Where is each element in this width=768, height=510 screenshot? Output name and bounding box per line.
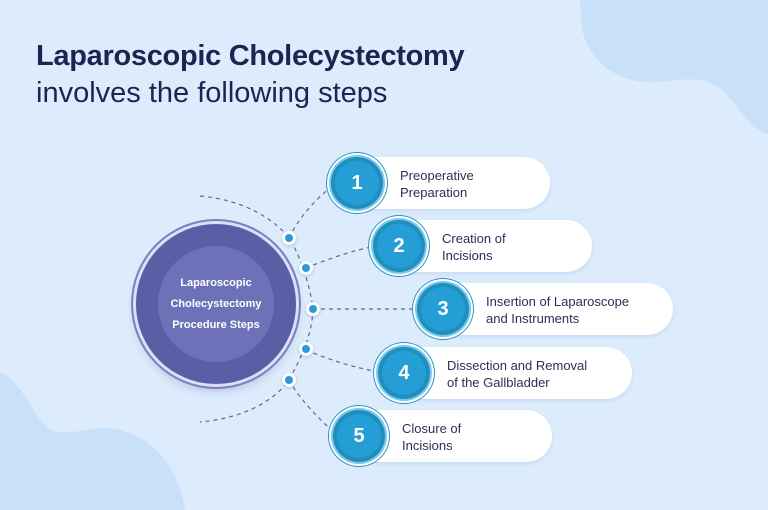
connector-dot-2	[299, 261, 313, 275]
step-4-badge: 4	[378, 347, 430, 399]
hub-line-2: Cholecystectomy	[170, 297, 262, 310]
connector-dot-5	[282, 373, 296, 387]
hub-line-3: Procedure Steps	[172, 318, 260, 331]
connector-dot-4	[299, 342, 313, 356]
connector-dot-1	[282, 231, 296, 245]
page-subtitle: involves the following steps	[36, 77, 388, 109]
hub-label: Laparoscopic Cholecystectomy Procedure S…	[158, 246, 274, 362]
connector-4	[305, 349, 381, 373]
connector-1	[288, 182, 337, 239]
connector-2	[305, 245, 377, 269]
connector-dot-3	[306, 302, 320, 316]
connector-5	[288, 379, 337, 435]
step-1-badge: 1	[331, 157, 383, 209]
step-5-badge: 5	[333, 410, 385, 462]
step-3-badge: 3	[417, 283, 469, 335]
page-title: Laparoscopic Cholecystectomy	[36, 40, 465, 72]
step-2-badge: 2	[373, 220, 425, 272]
hub-line-1: Laparoscopic	[180, 276, 252, 289]
